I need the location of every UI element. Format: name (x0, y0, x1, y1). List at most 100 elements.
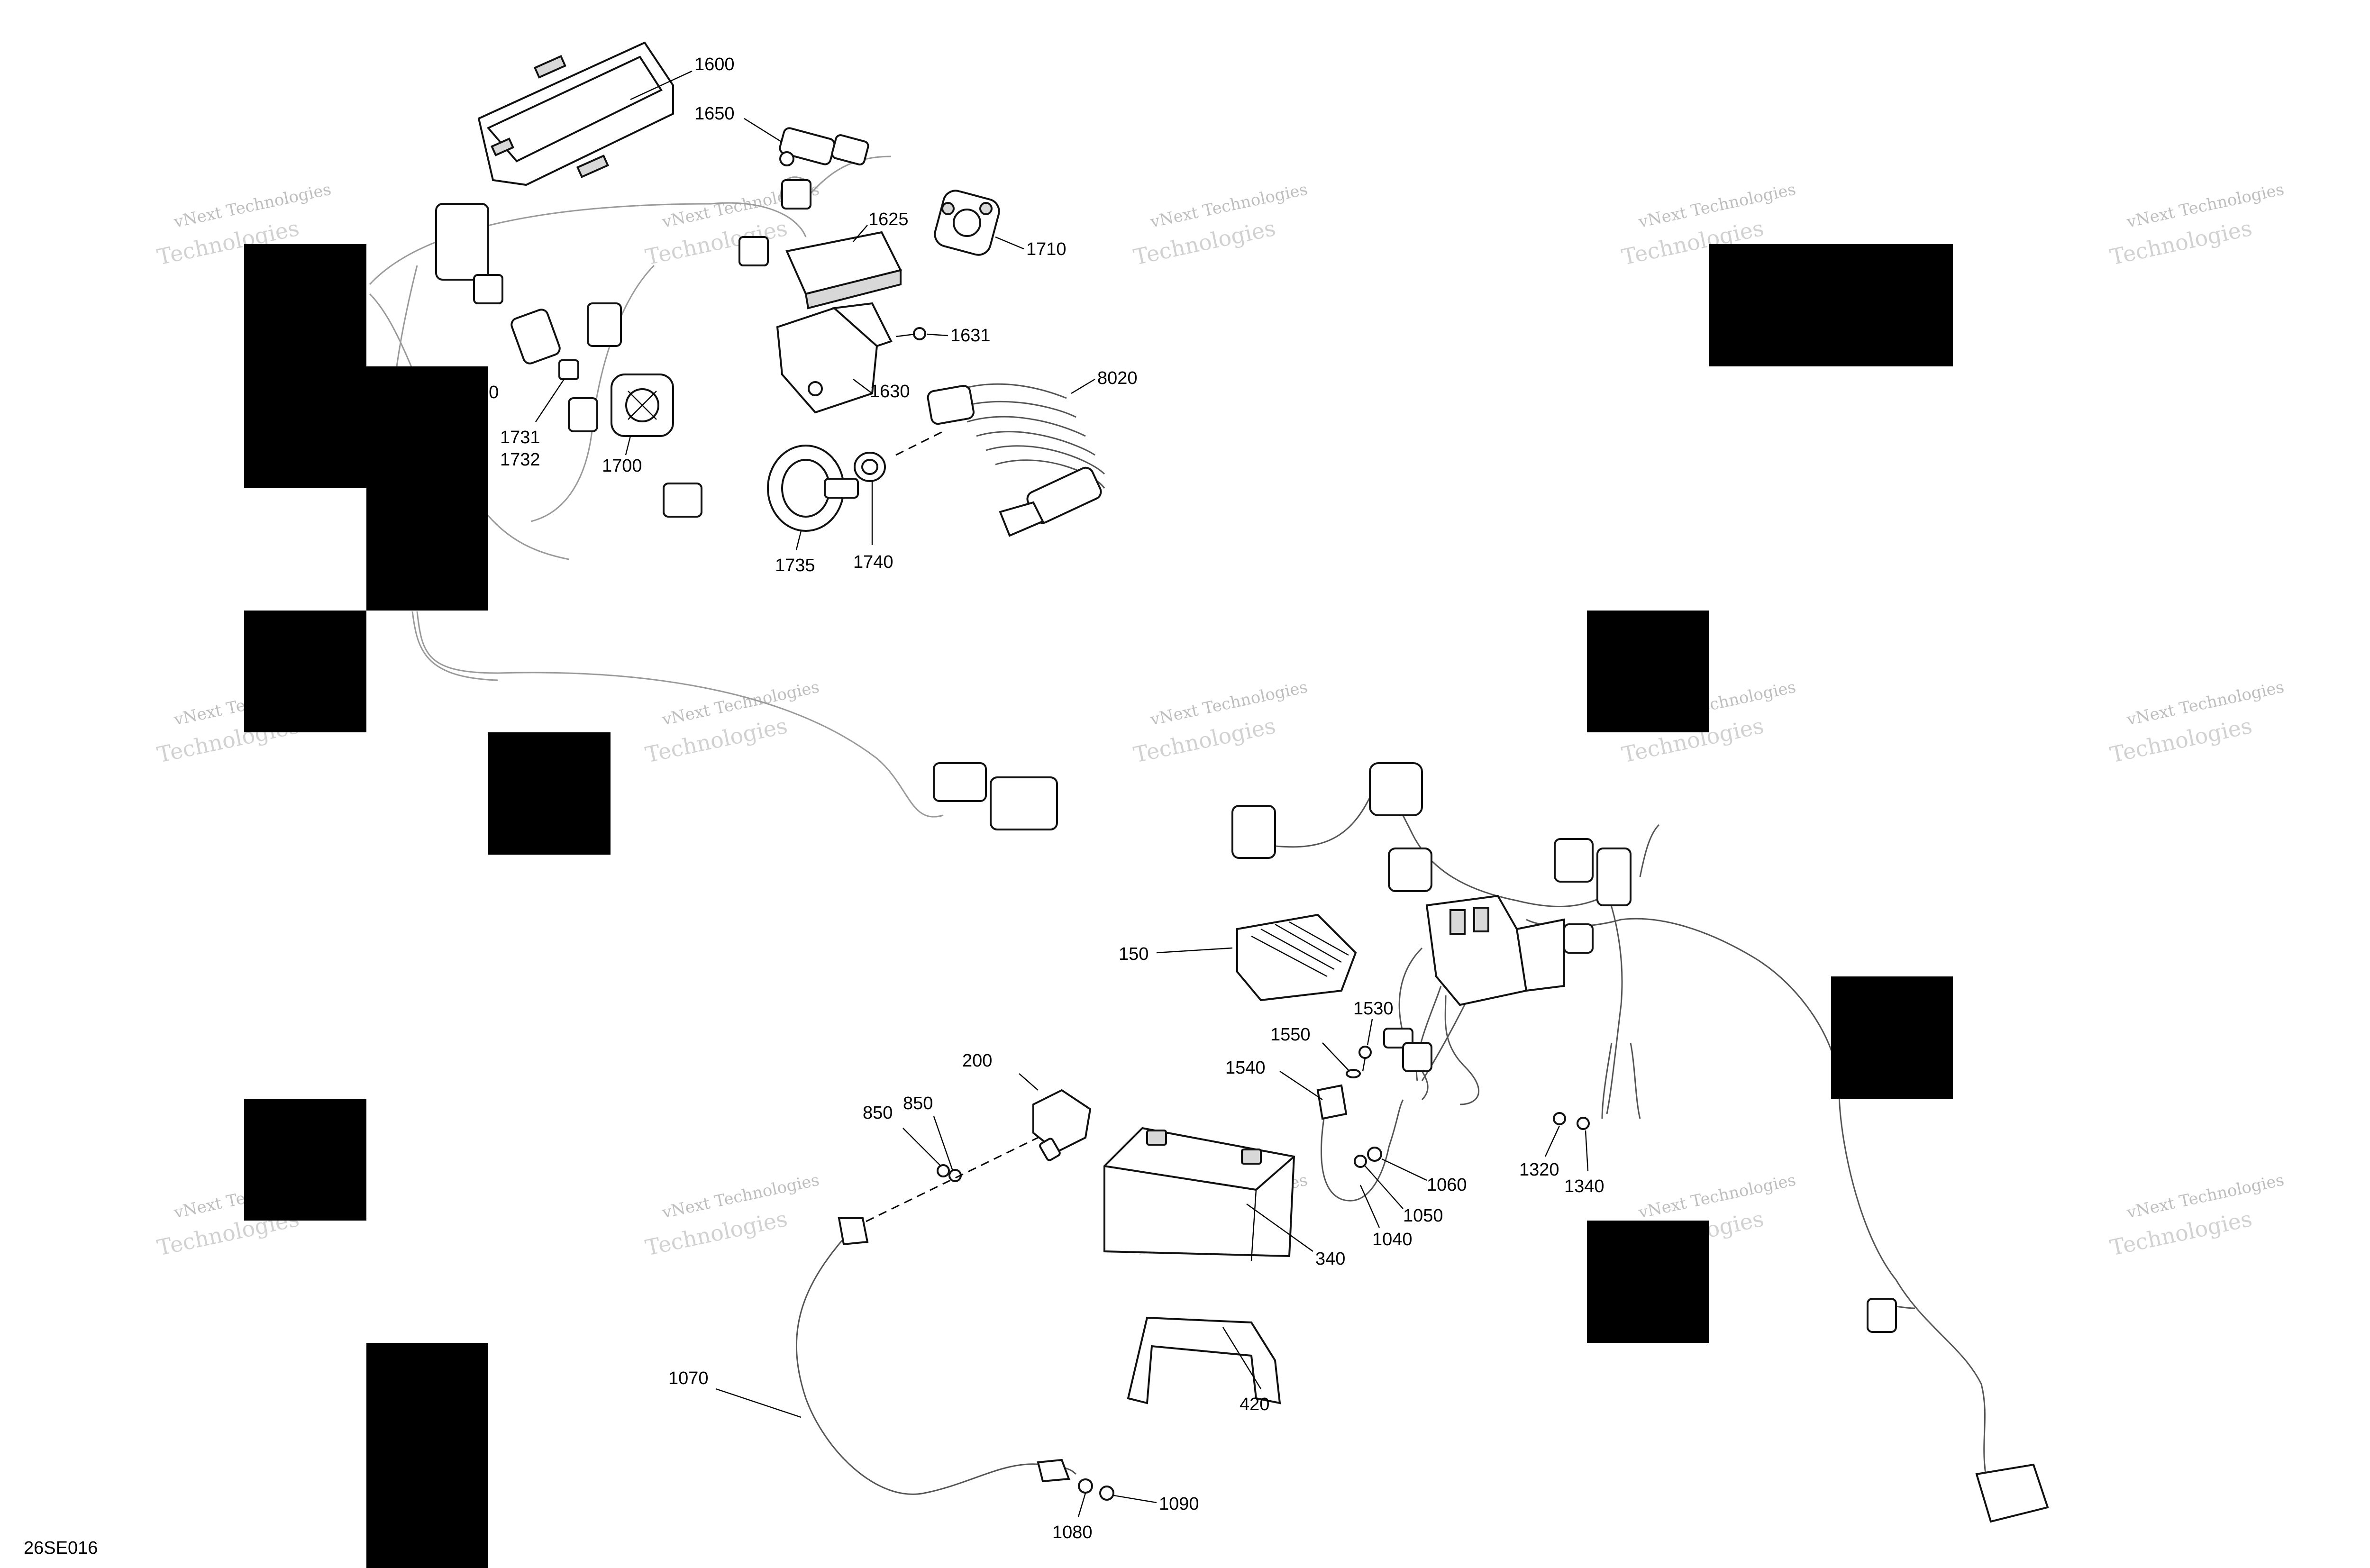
leader-line (902, 1128, 941, 1167)
harness-connector (1596, 848, 1632, 906)
callout-1735: 1735 (775, 556, 815, 575)
part-1625-module (785, 231, 902, 310)
redaction-block (1587, 1221, 1709, 1343)
redaction-block (244, 244, 366, 488)
leader-line (625, 436, 631, 456)
part-1710-switch (934, 190, 1000, 256)
callout-1320: 1320 (1519, 1160, 1559, 1180)
leader-line (1077, 1493, 1086, 1517)
harness-connector (990, 776, 1058, 830)
part-850-nut (937, 1164, 962, 1182)
harness-connector (738, 236, 769, 266)
callout-1630: 1630 (870, 382, 910, 401)
callout-1700: 1700 (602, 456, 642, 476)
part-1340-washer (1577, 1117, 1590, 1130)
harness-connector (1369, 762, 1423, 816)
harness-connector (933, 762, 987, 802)
redaction-block (366, 366, 488, 611)
part-1735-ignition-switch (767, 445, 859, 532)
callout-1050: 1050 (1403, 1206, 1443, 1226)
part-1530-screw (1358, 1046, 1372, 1072)
leader-line (1585, 1130, 1589, 1171)
harness-connector (1563, 923, 1594, 954)
leader-line (744, 118, 783, 143)
redaction-block (1587, 611, 1709, 732)
harness-connector (435, 203, 489, 281)
part-150-regulator (1236, 913, 1357, 1002)
callout-1550: 1550 (1270, 1025, 1311, 1045)
redaction-block (1831, 976, 1953, 1099)
callout-150: 150 (1119, 944, 1149, 964)
callout-1625: 1625 (868, 210, 909, 229)
callout-420: 420 (1240, 1395, 1269, 1414)
callout-1631: 1631 (950, 326, 991, 346)
callout-1710: 1710 (1026, 239, 1066, 259)
callout-1530: 1530 (1353, 999, 1394, 1019)
harness-connector (473, 274, 503, 304)
upper-wiring-harness (369, 155, 1058, 830)
part-1060-nut (1367, 1147, 1382, 1162)
leader-line (1113, 1495, 1157, 1504)
harness-connector (1975, 1463, 2049, 1523)
part-1090-nut (1099, 1486, 1114, 1501)
callout-1650: 1650 (694, 104, 735, 124)
callout-1060: 1060 (1427, 1175, 1467, 1195)
harness-connector (1554, 838, 1594, 883)
harness-connector (1402, 1042, 1432, 1072)
callout-1340: 1340 (1564, 1176, 1604, 1196)
assembly-dashed-line (853, 1137, 1039, 1229)
callout-1540: 1540 (1225, 1058, 1266, 1078)
harness-connector (781, 179, 811, 210)
leader-line (535, 379, 565, 422)
part-1731-clip (510, 309, 579, 380)
part-1700-switch (611, 374, 674, 437)
part-1631-screw (895, 327, 926, 340)
leader-line (1544, 1125, 1560, 1157)
part-1600-cluster-housing (477, 41, 674, 186)
redaction-block (366, 1343, 488, 1568)
leader-line (1279, 1071, 1323, 1100)
leader-line (1071, 378, 1095, 394)
redaction-blocks (244, 244, 1953, 1568)
leader-line (1365, 1166, 1404, 1209)
redaction-block (244, 611, 366, 732)
callout-1600: 1600 (694, 55, 735, 74)
leader-line (630, 70, 693, 100)
redaction-block (244, 1099, 366, 1221)
lower-wiring-harness (1231, 762, 2049, 1523)
leader-line (1381, 1158, 1427, 1181)
callout-850-a: 850 (863, 1103, 893, 1123)
watermark-layer: vNext Technologies Technologies vNext Te… (155, 180, 2286, 1260)
part-1080-washer (1078, 1478, 1093, 1494)
callout-1740: 1740 (853, 552, 893, 572)
part-1540-ground-cable (1316, 1084, 1404, 1202)
harness-connector (587, 302, 622, 347)
leader-line (853, 225, 868, 242)
fuse-box-side (1515, 918, 1565, 992)
assembly-dashed-line (895, 430, 944, 456)
callout-1080: 1080 (1052, 1522, 1093, 1542)
leader-line (1322, 1042, 1349, 1071)
leader-line (1246, 1203, 1313, 1252)
leader-line (1359, 1185, 1380, 1228)
diagram-code: 26SE016 (24, 1538, 98, 1558)
callout-1090: 1090 (1159, 1494, 1199, 1514)
part-1070-battery-cable (795, 1217, 1077, 1495)
part-420-battery-strap (1127, 1316, 1281, 1404)
harness-connector (1388, 848, 1432, 892)
leader-line (1367, 1019, 1373, 1046)
callout-1731: 1731 (500, 428, 540, 447)
leader-line (853, 379, 873, 394)
leader-line (1156, 947, 1233, 954)
part-200-solenoid (1032, 1089, 1092, 1161)
part-1320-screw (1553, 1112, 1566, 1125)
part-1630-bracket (776, 302, 893, 414)
part-340-battery (1103, 1127, 1295, 1261)
callout-1732: 1732 (500, 450, 540, 470)
leader-line (995, 236, 1024, 250)
callout-1070: 1070 (668, 1368, 709, 1388)
callout-1040: 1040 (1372, 1230, 1413, 1249)
harness-connector (663, 483, 702, 518)
harness-connector (1867, 1298, 1897, 1333)
